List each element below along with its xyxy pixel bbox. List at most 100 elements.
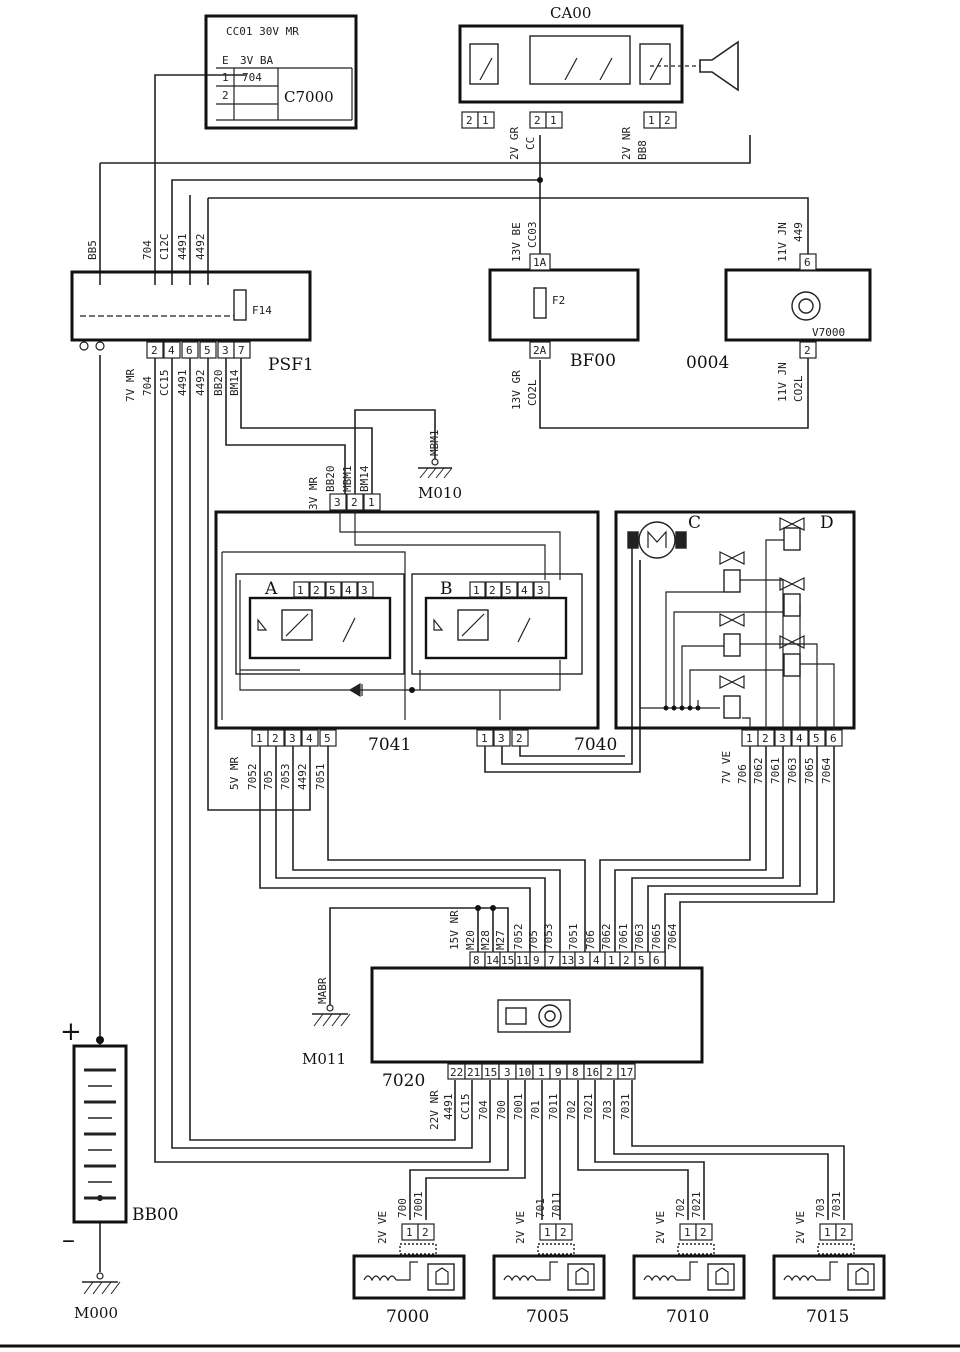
svg-text:2: 2	[840, 1226, 847, 1239]
bf00-fuse-label: F2	[552, 294, 565, 307]
wire-label-d-conn: 7V VE	[720, 751, 733, 784]
sensor-7015: 1 2 7015	[772, 1223, 886, 1327]
svg-text:8: 8	[572, 1066, 579, 1079]
svg-text:14: 14	[486, 954, 500, 967]
instrument-0004: V7000 6 2 0004	[686, 253, 872, 373]
svg-text:15: 15	[484, 1066, 497, 1079]
svg-text:6: 6	[186, 344, 193, 357]
svg-text:10: 10	[518, 1066, 531, 1079]
svg-text:2: 2	[700, 1226, 707, 1239]
fuse-box-psf1: F14 2 4 6 5 3 7 PSF1	[70, 270, 314, 375]
ecu-bottom-pins: 22 21 15 3 10 1 9 8 16 2 17	[447, 1063, 636, 1080]
wire-label-psf-cc15: CC15	[158, 370, 171, 397]
svg-text:7: 7	[548, 954, 555, 967]
svg-text:CC01 30V MR: CC01 30V MR	[226, 25, 299, 38]
svg-text:1: 1	[550, 114, 557, 127]
unit-7040-label: 7040	[574, 735, 617, 755]
wire-label-e-7053: 7053	[542, 924, 555, 951]
sensor-7005: 1 2 7005	[492, 1223, 606, 1327]
svg-text:2: 2	[664, 114, 671, 127]
wire-label-e-701: 701	[529, 1100, 542, 1120]
svg-text:5: 5	[329, 584, 336, 597]
svg-text:6: 6	[830, 732, 837, 745]
sensor-7015-w1: 703	[814, 1198, 827, 1218]
wire-label-e-7001: 7001	[512, 1094, 525, 1121]
ca00-right-wire-label: BB8	[636, 140, 649, 160]
battery-bb00: + – BB00	[60, 1017, 179, 1255]
battery-label: BB00	[132, 1205, 179, 1225]
svg-text:16: 16	[586, 1066, 599, 1079]
svg-text:3: 3	[498, 732, 505, 745]
svg-text:3: 3	[578, 954, 585, 967]
svg-text:1A: 1A	[533, 256, 547, 269]
svg-text:2: 2	[534, 114, 541, 127]
svg-text:3: 3	[222, 344, 229, 357]
svg-text:3: 3	[361, 584, 368, 597]
sensor-7015-label: 7015	[806, 1307, 849, 1327]
wire-label-e-7021: 7021	[582, 1094, 595, 1121]
wire-label-704: 704	[141, 240, 154, 260]
wire-label-mabr: MABR	[316, 977, 329, 1004]
sensor-7000-conn: 2V VE	[376, 1211, 389, 1244]
svg-text:1: 1	[481, 732, 488, 745]
svg-text:2: 2	[606, 1066, 613, 1079]
svg-text:2: 2	[560, 1226, 567, 1239]
c7000-label: C7000	[284, 88, 334, 106]
fuse-box-bf00: F2 1A 2A BF00	[488, 253, 640, 371]
ecu-top-pins: 8 14 15 11 9 7 13 3 4 1 2 5 6	[469, 951, 666, 968]
svg-text:5: 5	[813, 732, 820, 745]
sensor-7010-conn: 2V VE	[654, 1211, 667, 1244]
svg-text:5: 5	[324, 732, 331, 745]
svg-text:1: 1	[608, 954, 615, 967]
svg-text:13: 13	[561, 954, 574, 967]
wire-label-r-7053: 7053	[279, 764, 292, 791]
relay-7041-label: 7041	[368, 735, 411, 755]
wire-label-d-706: 706	[736, 764, 749, 784]
wire-label-r-7051: 7051	[314, 764, 327, 791]
wire-label-e-7052: 7052	[512, 924, 525, 951]
sensor-7010-label: 7010	[666, 1307, 709, 1327]
sensor-7005-w1: 701	[534, 1198, 547, 1218]
wire-label-d-7061: 7061	[769, 758, 782, 785]
wire-label-psf-4492: 4492	[194, 370, 207, 397]
wire-label-bf00-bot-conn: 13V GR	[510, 370, 523, 410]
wire-label-e-4491: 4491	[442, 1094, 455, 1121]
svg-text:3: 3	[779, 732, 786, 745]
svg-text:1: 1	[684, 1226, 691, 1239]
svg-text:1: 1	[746, 732, 753, 745]
wire-label-e-706: 706	[584, 930, 597, 950]
svg-text:1: 1	[544, 1226, 551, 1239]
relay-7041-bottom-left-pins: 1 2 3 4 5	[251, 729, 337, 747]
relay-7041-bottom-right-pins: 1 3 2	[476, 729, 529, 747]
svg-text:3: 3	[537, 584, 544, 597]
svg-text:6: 6	[653, 954, 660, 967]
svg-text:5: 5	[204, 344, 211, 357]
wire-label-v-bot-conn: 11V JN	[776, 362, 789, 402]
svg-text:7: 7	[238, 344, 245, 357]
svg-text:1: 1	[368, 496, 375, 509]
wire-label-r-7052: 7052	[246, 764, 259, 791]
svg-text:2: 2	[313, 584, 320, 597]
svg-text:4: 4	[521, 584, 528, 597]
relay-b-label: B	[440, 579, 453, 599]
m010-label: M010	[418, 484, 462, 502]
wire-label-e-top-conn: 15V NR	[448, 910, 461, 950]
psf1-pins: 2 4 6 5 3 7	[146, 341, 251, 359]
ca00-label: CA00	[550, 4, 591, 22]
svg-text:2: 2	[272, 732, 279, 745]
wire-label-r-conn: 3V MR	[307, 477, 320, 510]
ca00-right-pins: 1 2	[643, 111, 677, 129]
wire-label-e-700: 700	[495, 1100, 508, 1120]
svg-text:9: 9	[533, 954, 540, 967]
wire-label-bf00-top-conn: 13V BE	[510, 222, 523, 262]
wire-label-4491: 4491	[176, 234, 189, 261]
wires	[99, 74, 845, 1272]
m000-label: M000	[74, 1304, 118, 1322]
wire-label-e-bot-conn: 22V NR	[428, 1090, 441, 1130]
psf1-label: PSF1	[268, 355, 314, 375]
svg-text:17: 17	[620, 1066, 633, 1079]
relay-box-7041: 3 2 1 A 1 2 5 4 3 B	[214, 493, 600, 755]
wire-label-e-7062: 7062	[600, 924, 613, 951]
svg-text:2: 2	[804, 344, 811, 357]
